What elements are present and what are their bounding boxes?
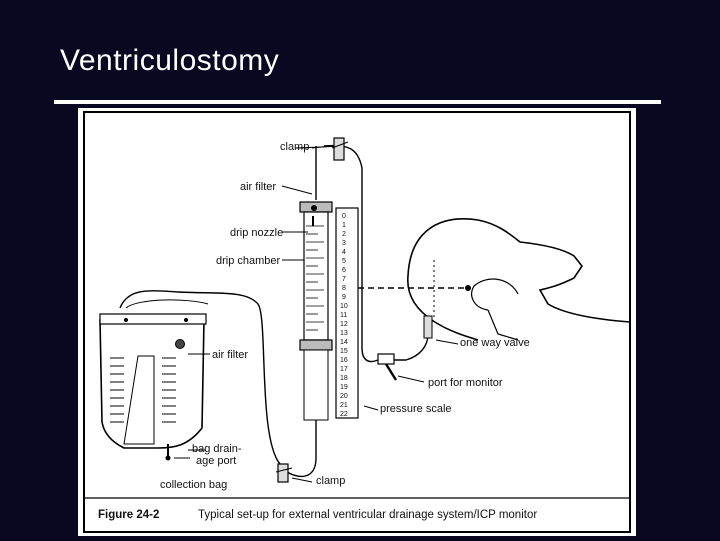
- scale-number: 4: [342, 249, 346, 256]
- pressure-scale-strip: [335, 207, 359, 419]
- clamp-bottom-icon: [275, 463, 293, 483]
- air-filter-bag-icon: [175, 339, 185, 349]
- label-clamp-bottom: clamp: [316, 475, 345, 487]
- port-for-monitor-icon: [377, 353, 398, 381]
- scale-number: 19: [340, 384, 348, 391]
- scale-number: 5: [342, 258, 346, 265]
- scale-number: 13: [340, 330, 348, 337]
- label-bag-drainage-port-line1: bag drain-: [192, 443, 242, 455]
- scale-number: 10: [340, 303, 348, 310]
- label-port-for-monitor: port for monitor: [428, 377, 503, 389]
- scale-number: 17: [340, 366, 348, 373]
- bag-hanger: [125, 299, 209, 309]
- air-filter-top-icon: [311, 205, 317, 211]
- scale-number: 9: [342, 294, 346, 301]
- patient-head: [407, 218, 631, 341]
- scale-number: 7: [342, 276, 346, 283]
- figure-caption-text: Typical set-up for external ventricular …: [198, 509, 537, 521]
- scale-number: 2: [342, 231, 346, 238]
- scale-number: 15: [340, 348, 348, 355]
- tubing-to-bag: [119, 290, 281, 465]
- catheter-assembly: [377, 315, 433, 381]
- scale-number: 14: [340, 339, 348, 346]
- label-pressure-scale: pressure scale: [380, 403, 452, 415]
- scale-number: 8: [342, 285, 346, 292]
- slide-title: Ventriculostomy: [60, 44, 280, 77]
- scale-number: 12: [340, 321, 348, 328]
- ventricular-drainage-diagram: 0 1 2 3 4 5 6 7 8 9 10 11 12 13 14 15 16…: [83, 111, 631, 533]
- drainage-port-icon: [165, 444, 171, 461]
- label-air-filter-bag: air filter: [212, 349, 248, 361]
- scale-number: 20: [340, 393, 348, 400]
- scale-number: 1: [342, 222, 346, 229]
- figure-panel: 0 1 2 3 4 5 6 7 8 9 10 11 12 13 14 15 16…: [78, 108, 636, 536]
- label-bag-drainage-port-line2: age port: [196, 455, 236, 467]
- one-way-valve-icon: [423, 315, 433, 339]
- scale-number: 16: [340, 357, 348, 364]
- pressure-scale-numbers: 0 1 2 3 4 5 6 7 8 9 10 11 12 13 14 15 16…: [340, 213, 348, 418]
- drip-chamber: [299, 201, 333, 421]
- leader-lines: [174, 145, 459, 483]
- scale-number: 18: [340, 375, 348, 382]
- label-drip-chamber: drip chamber: [216, 255, 281, 267]
- scale-number: 21: [340, 402, 348, 409]
- label-drip-nozzle: drip nozzle: [230, 227, 283, 239]
- collection-bag: [99, 313, 207, 461]
- ear-reference-dot: [465, 285, 471, 291]
- label-collection-bag: collection bag: [160, 479, 227, 491]
- scale-number: 6: [342, 267, 346, 274]
- clamp-top-icon: [331, 137, 349, 161]
- label-one-way-valve: one way valve: [460, 337, 530, 349]
- label-air-filter-top: air filter: [240, 181, 276, 193]
- figure-caption-number: Figure 24-2: [98, 509, 159, 521]
- scale-number: 22: [340, 411, 348, 418]
- scale-number: 3: [342, 240, 346, 247]
- title-divider: [54, 100, 661, 104]
- scale-number: 0: [342, 213, 346, 220]
- label-clamp-top: clamp: [280, 141, 309, 153]
- tubing-clamp-link: [295, 145, 341, 149]
- scale-number: 11: [340, 312, 347, 319]
